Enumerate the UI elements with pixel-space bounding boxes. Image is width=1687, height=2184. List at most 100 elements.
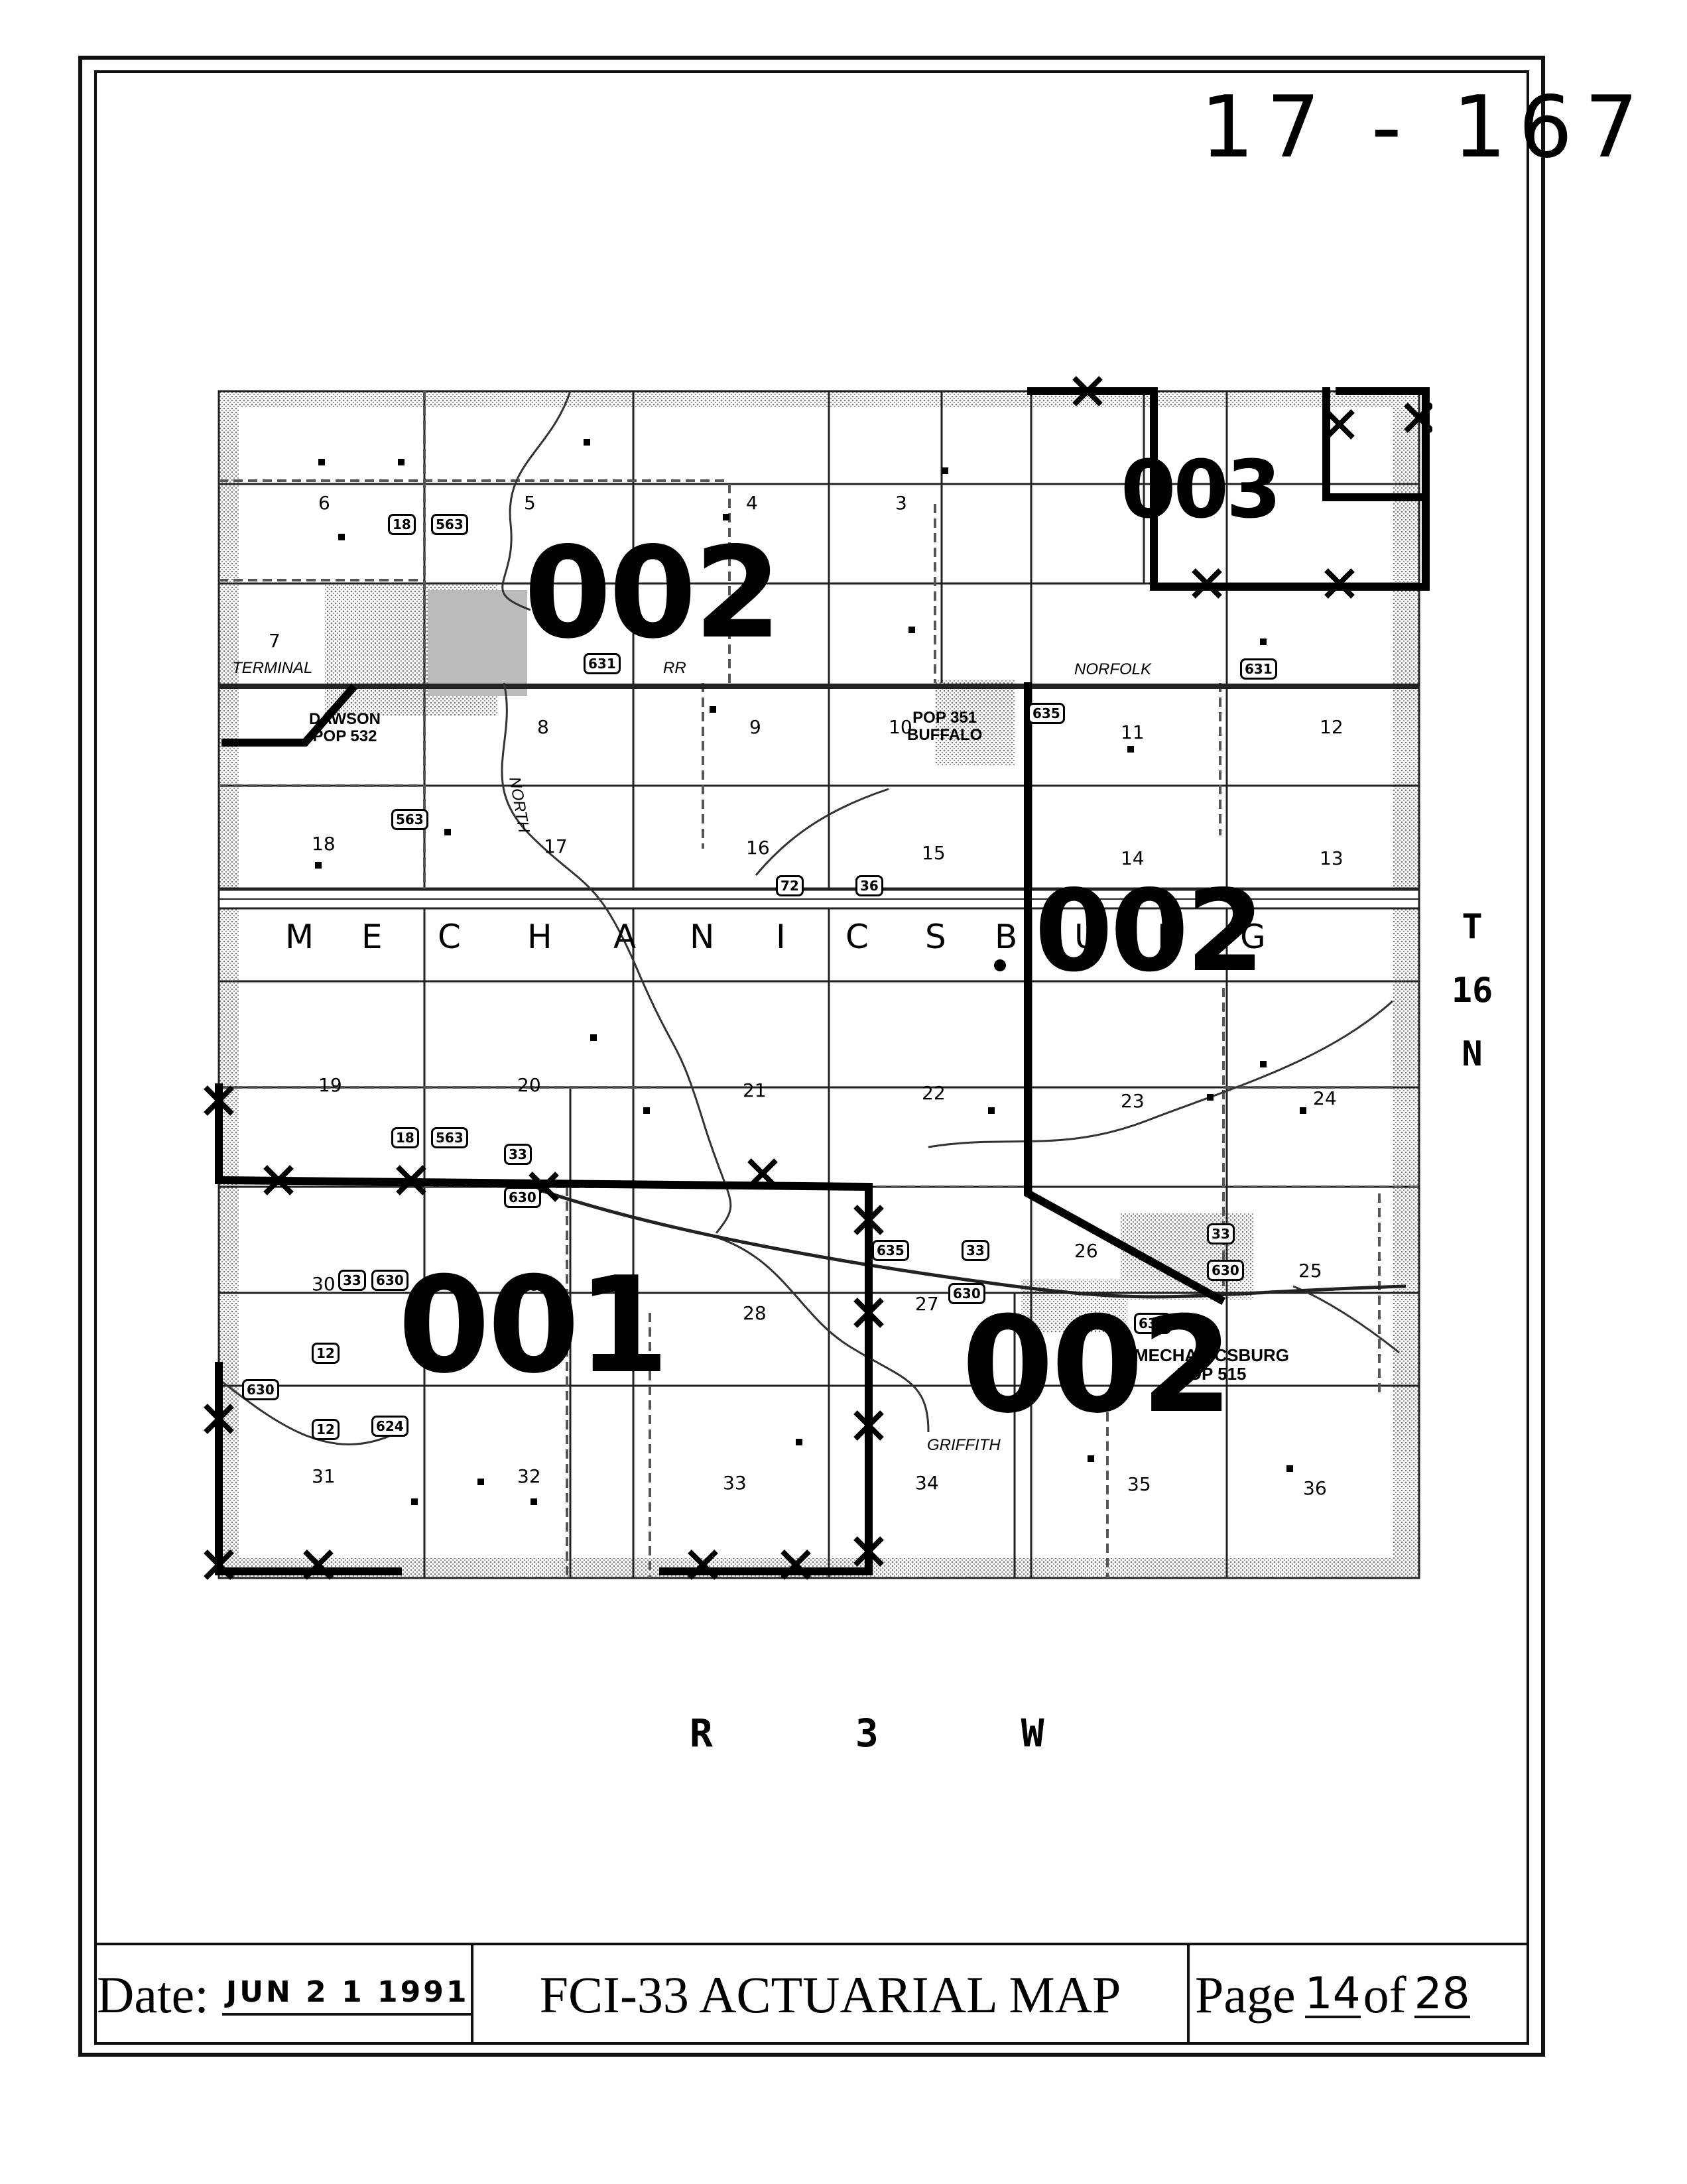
section-number-17: 17 <box>544 835 568 857</box>
place-name: DAWSON <box>309 710 381 728</box>
section-number-27: 27 <box>915 1293 939 1315</box>
township-letter: S <box>925 918 946 956</box>
route-shield-563: 563 <box>431 514 468 535</box>
road-label-griffith: GRIFFITH <box>927 1436 1001 1454</box>
route-shield-36: 36 <box>855 875 883 896</box>
date-value: JUN 2 1 1991 <box>221 1975 473 2016</box>
road-label-rr: RR <box>663 659 686 677</box>
rating-area-002: 002 <box>524 520 782 666</box>
range-label: R 3 W <box>690 1711 1104 1756</box>
page-total: 28 <box>1414 1968 1470 2019</box>
route-shield-72: 72 <box>776 875 804 896</box>
footer-bar: Date: JUN 2 1 1991 FCI-33 ACTUARIAL MAP … <box>94 1943 1529 2045</box>
section-number-24: 24 <box>1313 1087 1337 1109</box>
section-number-36: 36 <box>1303 1477 1327 1499</box>
section-number-25: 25 <box>1298 1260 1322 1282</box>
inner-frame <box>94 70 1529 2045</box>
interstate-72 <box>218 888 1420 910</box>
section-number-31: 31 <box>312 1465 336 1487</box>
section-number-22: 22 <box>922 1082 946 1104</box>
section-number-3: 3 <box>895 492 907 514</box>
section-number-20: 20 <box>517 1074 541 1096</box>
route-shield-33: 33 <box>504 1144 532 1165</box>
township-letter: U <box>1074 918 1099 956</box>
route-shield-624: 624 <box>371 1416 408 1437</box>
route-shield-630: 630 <box>948 1283 985 1304</box>
section-number-8: 8 <box>537 716 549 738</box>
township-letter: H <box>527 918 552 956</box>
township-letter: G <box>1240 918 1266 956</box>
township-letter: N <box>690 918 715 956</box>
route-shield-630: 630 <box>504 1187 541 1208</box>
rating-area-003: 003 <box>1121 444 1281 536</box>
document-number: 17 - 167 <box>1200 78 1651 177</box>
place-dawson: DAWSON POP 532 <box>309 711 381 745</box>
route-shield-635: 635 <box>1028 703 1065 724</box>
road-label-norfolk: NORFOLK <box>1074 660 1152 678</box>
section-number-11: 11 <box>1121 721 1145 743</box>
place-mechanicsburg: MECHANICSBURG POP 515 <box>1134 1346 1289 1383</box>
township-label: T 16 N <box>1446 895 1499 1086</box>
place-buffalo: POP 351 BUFFALO <box>907 709 982 744</box>
section-number-18: 18 <box>312 833 336 855</box>
place-pop: POP 532 <box>312 727 377 745</box>
section-number-35: 35 <box>1127 1473 1151 1495</box>
section-number-32: 32 <box>517 1465 541 1487</box>
route-shield-631: 631 <box>584 653 621 674</box>
section-number-19: 19 <box>318 1074 342 1096</box>
diagonal-road <box>530 1185 1406 1299</box>
map-title: FCI-33 ACTUARIAL MAP <box>539 1966 1121 2024</box>
route-shield-631: 631 <box>1240 658 1277 680</box>
township-letter: C <box>438 918 461 956</box>
route-shield-18: 18 <box>388 514 416 535</box>
route-shield-33: 33 <box>338 1270 366 1291</box>
section-number-16: 16 <box>746 837 770 859</box>
route-shield-630: 630 <box>242 1379 279 1400</box>
township-letter: A <box>613 918 637 956</box>
footer-page-cell: Page 14 of 28 <box>1190 1945 1527 2045</box>
section-number-21: 21 <box>743 1079 767 1101</box>
section-number-13: 13 <box>1320 847 1343 869</box>
outer-frame <box>78 56 1545 2057</box>
township-letter: E <box>361 918 383 956</box>
township-letter: C <box>845 918 869 956</box>
section-number-33: 33 <box>723 1472 747 1494</box>
route-shield-563: 563 <box>391 809 428 830</box>
footer-title-cell: FCI-33 ACTUARIAL MAP <box>473 1945 1190 2045</box>
township-map <box>204 376 1432 1580</box>
township-letter: I <box>776 918 786 956</box>
section-number-12: 12 <box>1320 716 1343 738</box>
date-label: Date: <box>97 1966 209 2024</box>
section-number-4: 4 <box>746 492 758 514</box>
place-pop: POP 351 <box>912 709 977 727</box>
section-number-34: 34 <box>915 1472 939 1494</box>
section-number-14: 14 <box>1121 847 1145 869</box>
x-marks <box>204 376 1432 1580</box>
rating-area-002: 002 <box>962 1288 1233 1443</box>
place-name: MECHANICSBURG <box>1134 1345 1289 1365</box>
section-number-26: 26 <box>1074 1240 1098 1262</box>
page-label: Page <box>1195 1966 1296 2024</box>
route-shield-18: 18 <box>391 1127 419 1148</box>
section-number-15: 15 <box>922 842 946 864</box>
route-shield-563: 563 <box>431 1127 468 1148</box>
township-n: N <box>1462 1034 1483 1074</box>
page-of-label: of <box>1363 1966 1406 2024</box>
township-letter: M <box>285 918 314 956</box>
section-number-29: 29 <box>517 1273 541 1295</box>
township-t: T <box>1462 907 1483 947</box>
township-letter: B <box>995 918 1018 956</box>
route-shield-630: 630 <box>1207 1260 1244 1281</box>
section-number-5: 5 <box>524 492 536 514</box>
route-shield-12: 12 <box>312 1419 340 1440</box>
place-pop: POP 515 <box>1176 1364 1247 1384</box>
section-number-10: 10 <box>889 716 912 738</box>
route-shield-635: 635 <box>872 1240 909 1261</box>
mechanicsburg-village-dot <box>994 959 1006 971</box>
road-label-terminal: TERMINAL <box>232 659 313 677</box>
route-shield-630: 630 <box>371 1270 408 1291</box>
route-shield-12: 12 <box>312 1343 340 1364</box>
township-number: 16 <box>1451 971 1493 1010</box>
section-number-7: 7 <box>269 630 281 652</box>
section-number-9: 9 <box>749 716 761 738</box>
